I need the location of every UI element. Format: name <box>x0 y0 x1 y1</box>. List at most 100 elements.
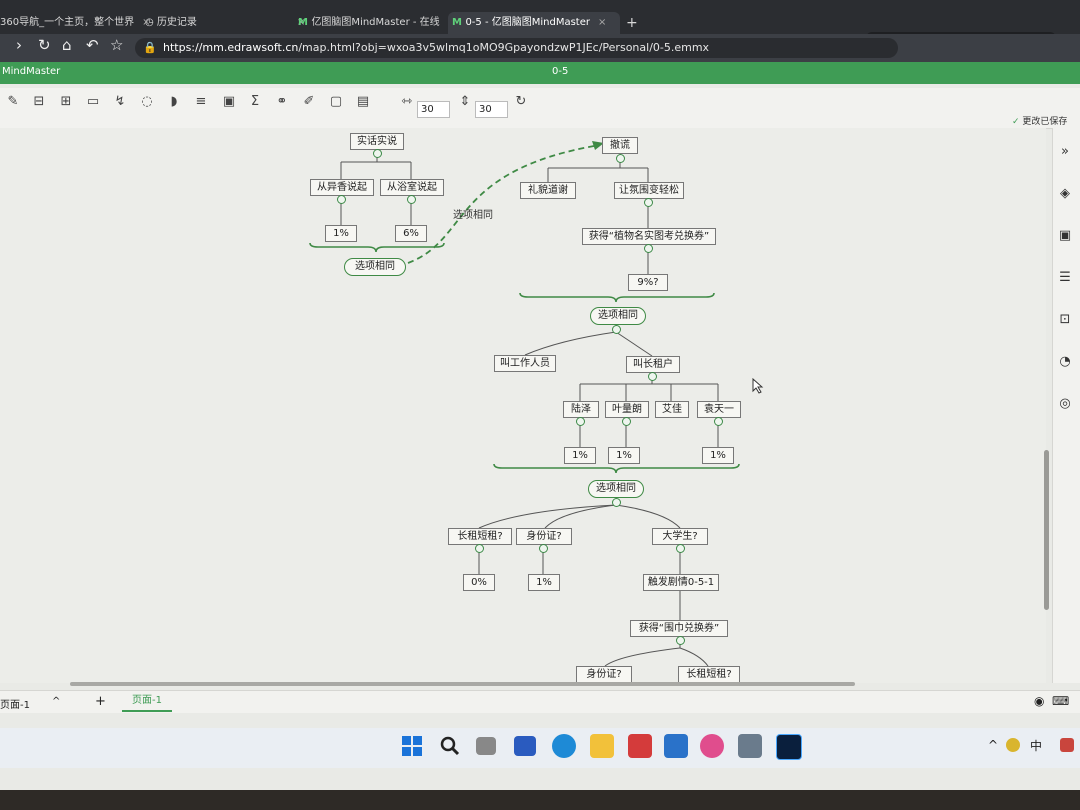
page-selector[interactable]: 页面-1 <box>0 700 30 711</box>
image-icon[interactable]: ▣ <box>222 94 236 109</box>
task-view-icon[interactable] <box>476 737 496 755</box>
edge-icon[interactable] <box>552 734 576 758</box>
callout-icon[interactable]: ◌ <box>141 94 153 109</box>
summary-pill[interactable]: 选项相同 <box>588 480 644 498</box>
add-page-button[interactable]: + <box>95 694 106 709</box>
expand-panel-icon[interactable]: » <box>1061 144 1069 159</box>
collapse-toggle[interactable] <box>612 498 621 507</box>
refresh-layout-icon[interactable]: ↻ <box>515 94 527 109</box>
chevron-up-icon[interactable]: ^ <box>52 696 61 707</box>
mindmap-node[interactable]: 让氛围变轻松 <box>614 182 684 199</box>
mindmap-node[interactable]: 实话实说 <box>350 133 404 150</box>
summary-icon[interactable]: ≡ <box>195 94 207 109</box>
gift-icon[interactable] <box>628 734 652 758</box>
collapse-toggle[interactable] <box>576 417 585 426</box>
mindmap-node[interactable]: 1% <box>564 447 596 464</box>
page-tab-active[interactable]: 页面-1 <box>122 692 172 712</box>
floating-topic-icon[interactable]: ▭ <box>86 94 100 109</box>
mindmap-node[interactable]: 长租短租? <box>678 666 740 683</box>
collapse-toggle[interactable] <box>676 636 685 645</box>
collapse-toggle[interactable] <box>676 544 685 553</box>
summary-pill[interactable]: 选项相同 <box>590 307 646 325</box>
link-icon[interactable]: ⚭ <box>276 94 288 109</box>
file-explorer-icon[interactable] <box>590 734 614 758</box>
relationship-icon[interactable]: ↯ <box>114 94 126 109</box>
browser-360-icon[interactable] <box>700 734 724 758</box>
mindmap-node[interactable]: 获得“围巾兑换券” <box>630 620 728 637</box>
mindmap-node[interactable]: 1% <box>528 574 560 591</box>
mindmap-node[interactable]: 身份证? <box>516 528 572 545</box>
tray-app-icon[interactable] <box>1006 738 1020 752</box>
reload-icon[interactable]: ↻ <box>38 36 51 54</box>
collapse-toggle[interactable] <box>648 372 657 381</box>
eye-icon[interactable]: ◉ <box>1034 694 1045 708</box>
mindmap-node[interactable]: 1% <box>702 447 734 464</box>
home-icon[interactable]: ⌂ <box>62 36 72 54</box>
theme-icon[interactable]: ▣ <box>1058 228 1072 243</box>
mindmap-node[interactable]: 长租短租? <box>448 528 512 545</box>
mindmap-node[interactable]: 陆泽 <box>563 401 599 418</box>
windows-start-icon[interactable] <box>400 734 424 758</box>
tray-chevron-icon[interactable]: ^ <box>988 738 999 752</box>
tray-red-icon[interactable] <box>1060 738 1074 752</box>
mindmap-node[interactable]: 0% <box>463 574 495 591</box>
mindmap-node[interactable]: 9%? <box>628 274 668 291</box>
store-icon[interactable] <box>738 734 762 758</box>
mindmap-node[interactable]: 叫长租户 <box>626 356 680 373</box>
horizontal-scrollbar[interactable] <box>70 682 855 686</box>
search-icon[interactable] <box>438 734 462 758</box>
mindmap-node[interactable]: 1% <box>325 225 357 242</box>
formula-icon[interactable]: Σ <box>250 94 260 109</box>
mindmap-node[interactable]: 身份证? <box>576 666 632 683</box>
collapse-toggle[interactable] <box>373 149 382 158</box>
add-subtopic-icon[interactable]: ⊞ <box>60 94 72 109</box>
height-spacing-input[interactable]: 30 <box>475 101 508 118</box>
tab-0-5[interactable]: M 0-5 - 亿图脑图MindMaster× <box>448 12 620 34</box>
boundary-icon[interactable]: ◗ <box>170 94 178 109</box>
mindmap-node[interactable]: 触发剧情0-5-1 <box>643 574 719 591</box>
close-icon[interactable]: × <box>142 17 151 28</box>
collapse-toggle[interactable] <box>337 195 346 204</box>
mindmap-node[interactable]: 艾佳 <box>655 401 689 418</box>
mindmap-node[interactable]: 叶量朗 <box>605 401 649 418</box>
relationship-label[interactable]: 选项相同 <box>453 210 493 221</box>
outline-icon[interactable]: ☰ <box>1059 270 1071 285</box>
collapse-toggle[interactable] <box>612 325 621 334</box>
new-tab-button[interactable]: + <box>626 15 638 31</box>
resource-icon[interactable]: ⊡ <box>1059 312 1071 327</box>
mindmap-canvas[interactable]: 实话实说 从异香说起 从浴室说起 1% 6% 选项相同 选项相同 撤谎 礼貌道谢… <box>0 128 1046 683</box>
close-icon[interactable]: × <box>597 17 607 28</box>
style-icon[interactable]: ◈ <box>1060 186 1070 201</box>
collapse-toggle[interactable] <box>616 154 625 163</box>
mindmap-node[interactable]: 礼貌道谢 <box>520 182 576 199</box>
collapse-toggle[interactable] <box>644 244 653 253</box>
mindmap-node[interactable]: 袁天一 <box>697 401 741 418</box>
history-icon[interactable]: ◔ <box>1059 354 1071 369</box>
forward-icon[interactable]: › <box>16 36 22 54</box>
star-icon[interactable]: ☆ <box>110 36 124 54</box>
close-icon[interactable]: × <box>296 17 306 28</box>
lightbulb-icon[interactable]: ◎ <box>1059 396 1071 411</box>
mindmap-node[interactable]: 撤谎 <box>602 137 638 154</box>
mindmap-node[interactable]: 大学生? <box>652 528 708 545</box>
mindmap-node[interactable]: 从浴室说起 <box>380 179 444 196</box>
collapse-toggle[interactable] <box>539 544 548 553</box>
tab-history[interactable]: ◷ 历史记录× <box>145 12 305 34</box>
collapse-toggle[interactable] <box>475 544 484 553</box>
collapse-toggle[interactable] <box>622 417 631 426</box>
collapse-toggle[interactable] <box>644 198 653 207</box>
tab-mindmaster-online[interactable]: M 亿图脑图MindMaster - 在线× <box>298 12 456 34</box>
width-spacing-input[interactable]: 30 <box>417 101 450 118</box>
undo-icon[interactable]: ↶ <box>86 36 99 54</box>
collapse-toggle[interactable] <box>714 417 723 426</box>
mindmap-node[interactable]: 从异香说起 <box>310 179 374 196</box>
mindmap-node[interactable]: 获得“植物名实图考兑换券” <box>582 228 716 245</box>
mindmap-node[interactable]: 1% <box>608 447 640 464</box>
vertical-scrollbar[interactable] <box>1044 450 1049 610</box>
format-painter-icon[interactable]: ✎ <box>7 94 19 109</box>
summary-pill[interactable]: 选项相同 <box>344 258 406 276</box>
mindmap-node[interactable]: 6% <box>395 225 427 242</box>
ime-indicator[interactable]: 中 <box>1030 739 1043 753</box>
note-icon[interactable]: ▤ <box>356 94 370 109</box>
pen-icon[interactable]: ✐ <box>303 94 315 109</box>
